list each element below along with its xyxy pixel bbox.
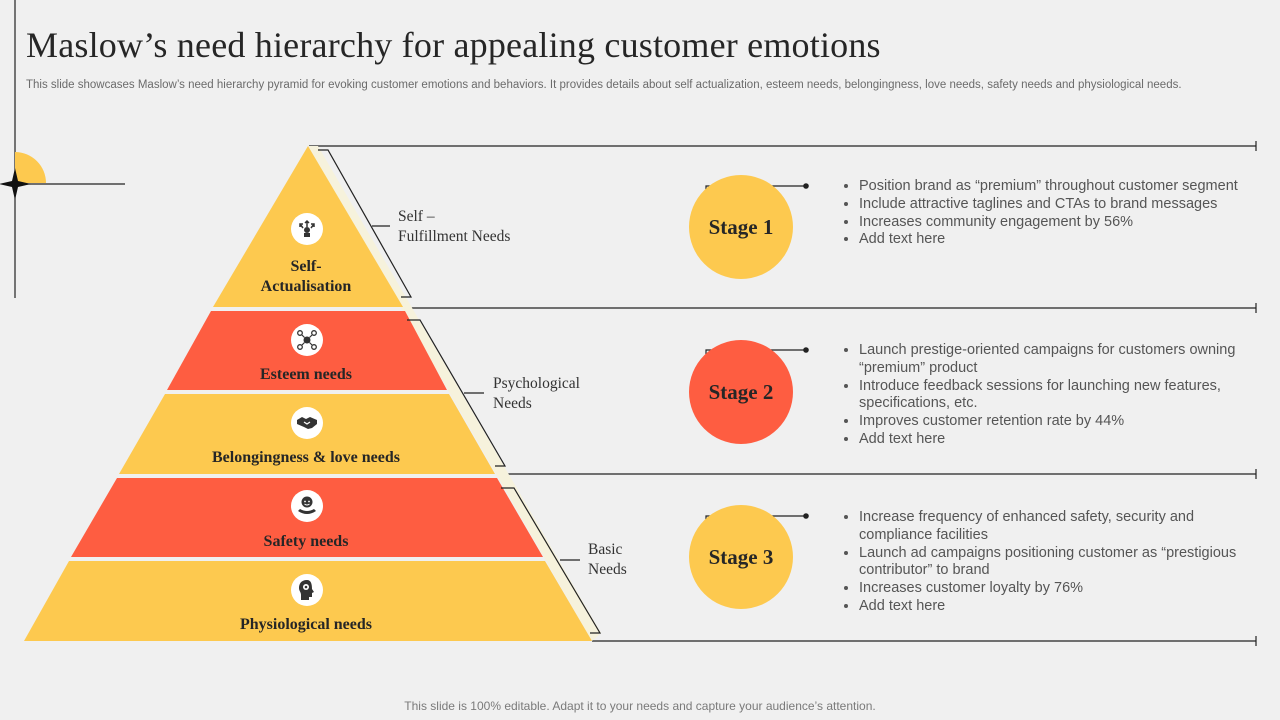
group-label-self-fulfillment-line1: Self – <box>398 208 435 225</box>
list-item: Position brand as “premium” throughout c… <box>859 178 1249 196</box>
head-profile-icon <box>291 574 323 606</box>
level-self-actualisation-label: Self- Actualisation <box>230 257 382 297</box>
stage-1-circle: Stage 1 <box>689 175 793 279</box>
list-item: Improves customer retention rate by 44% <box>859 413 1249 431</box>
group-label-basic: Basic Needs <box>588 540 627 580</box>
list-item: Increases community engagement by 56% <box>859 214 1249 232</box>
level-esteem-label: Esteem needs <box>260 366 352 383</box>
group-label-psychological-line2: Needs <box>493 395 532 412</box>
stage-2-bullets: Launch prestige-oriented campaigns for c… <box>841 342 1249 449</box>
sparkle-icon <box>0 168 31 200</box>
group-label-basic-line2: Needs <box>588 561 627 578</box>
handshake-icon <box>291 407 323 439</box>
list-item: Add text here <box>859 431 1249 449</box>
list-item: Add text here <box>859 598 1249 616</box>
stage-1-bullets: Position brand as “premium” throughout c… <box>841 178 1249 249</box>
stage-3-circle: Stage 3 <box>689 505 793 609</box>
growth-arrows-icon <box>291 213 323 245</box>
pyramid-shadow <box>308 146 601 641</box>
group-label-basic-line1: Basic <box>588 541 623 558</box>
level-belongingness-label: Belongingness & love needs <box>211 449 400 466</box>
list-item: Launch ad campaigns positioning customer… <box>859 545 1249 581</box>
group-label-psychological-line1: Psychological <box>493 375 580 392</box>
level-safety-label: Safety needs <box>263 533 349 550</box>
list-item: Add text here <box>859 231 1249 249</box>
connector-dots <box>803 183 809 519</box>
section-dividers <box>309 141 1257 646</box>
sun-ornament <box>15 152 46 183</box>
footer-note: This slide is 100% editable. Adapt it to… <box>404 699 876 713</box>
level-self-actualisation-line1: Self- <box>290 258 322 275</box>
stage-1-label: Stage 1 <box>708 214 774 239</box>
group-label-psychological: Psychological Needs <box>493 374 580 414</box>
list-item: Increases customer loyalty by 76% <box>859 580 1249 598</box>
stage-2-circle: Stage 2 <box>689 340 793 444</box>
stage-2-label: Stage 2 <box>708 379 774 404</box>
network-people-icon <box>291 324 323 356</box>
page-subtitle: This slide showcases Maslow’s need hiera… <box>26 79 1182 91</box>
group-label-self-fulfillment-line2: Fulfillment Needs <box>398 228 511 245</box>
protected-person-icon <box>291 490 323 522</box>
list-item: Increase frequency of enhanced safety, s… <box>859 509 1249 545</box>
list-item: Introduce feedback sessions for launchin… <box>859 378 1249 414</box>
level-physiological-label: Physiological needs <box>239 616 372 633</box>
stage-3-bullets: Increase frequency of enhanced safety, s… <box>841 509 1249 616</box>
level-self-actualisation-line2: Actualisation <box>260 278 352 295</box>
page-title: Maslow’s need hierarchy for appealing cu… <box>26 25 881 65</box>
stage-3-label: Stage 3 <box>708 544 774 569</box>
list-item: Launch prestige-oriented campaigns for c… <box>859 342 1249 378</box>
group-label-self-fulfillment: Self – Fulfillment Needs <box>398 207 510 247</box>
list-item: Include attractive taglines and CTAs to … <box>859 196 1249 214</box>
group-brackets <box>318 149 602 634</box>
